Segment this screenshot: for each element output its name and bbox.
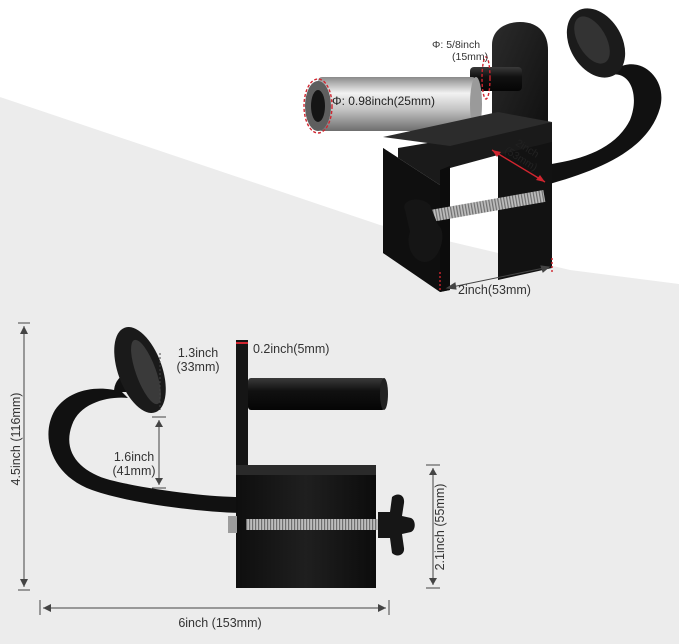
dimension-markers-top [303, 56, 553, 290]
dimension-lines-side [18, 322, 440, 615]
arrow-depth-start [492, 150, 501, 157]
dimension-line-top-width [445, 265, 551, 290]
arrow-depth-end [536, 175, 545, 182]
hole-diameter-mm-label: (15mm) [452, 51, 489, 63]
tube-diameter-label: Φ: 0.98inch(25mm) [332, 94, 435, 108]
background-panel [0, 97, 679, 644]
dimension-arrowheads-side [20, 326, 437, 612]
hook-reach-inch: 1.3inch [177, 346, 219, 360]
hook-hanger-side-photo [48, 327, 415, 588]
clamp-height-label: 2.1inch (55mm) [433, 483, 447, 571]
hook-gap-label: 1.6inch (41mm) [104, 450, 164, 478]
clamp-width-label: 2inch(53mm) [458, 283, 531, 297]
plate-thickness-label: 0.2inch(5mm) [253, 342, 330, 356]
hole-diameter-label: Φ: 5/8inch [432, 39, 481, 51]
hook-gap-mm: (41mm) [112, 464, 156, 478]
total-height-label: 4.5inch (116mm) [9, 392, 23, 486]
hook-reach-mm: (33mm) [176, 360, 220, 374]
hook-reach-label: 1.3inch (33mm) [168, 346, 228, 374]
hook-gap-inch: 1.6inch [113, 450, 155, 464]
hook-hanger-front-photo [305, 8, 662, 292]
total-width-label: 6inch (153mm) [178, 616, 262, 630]
